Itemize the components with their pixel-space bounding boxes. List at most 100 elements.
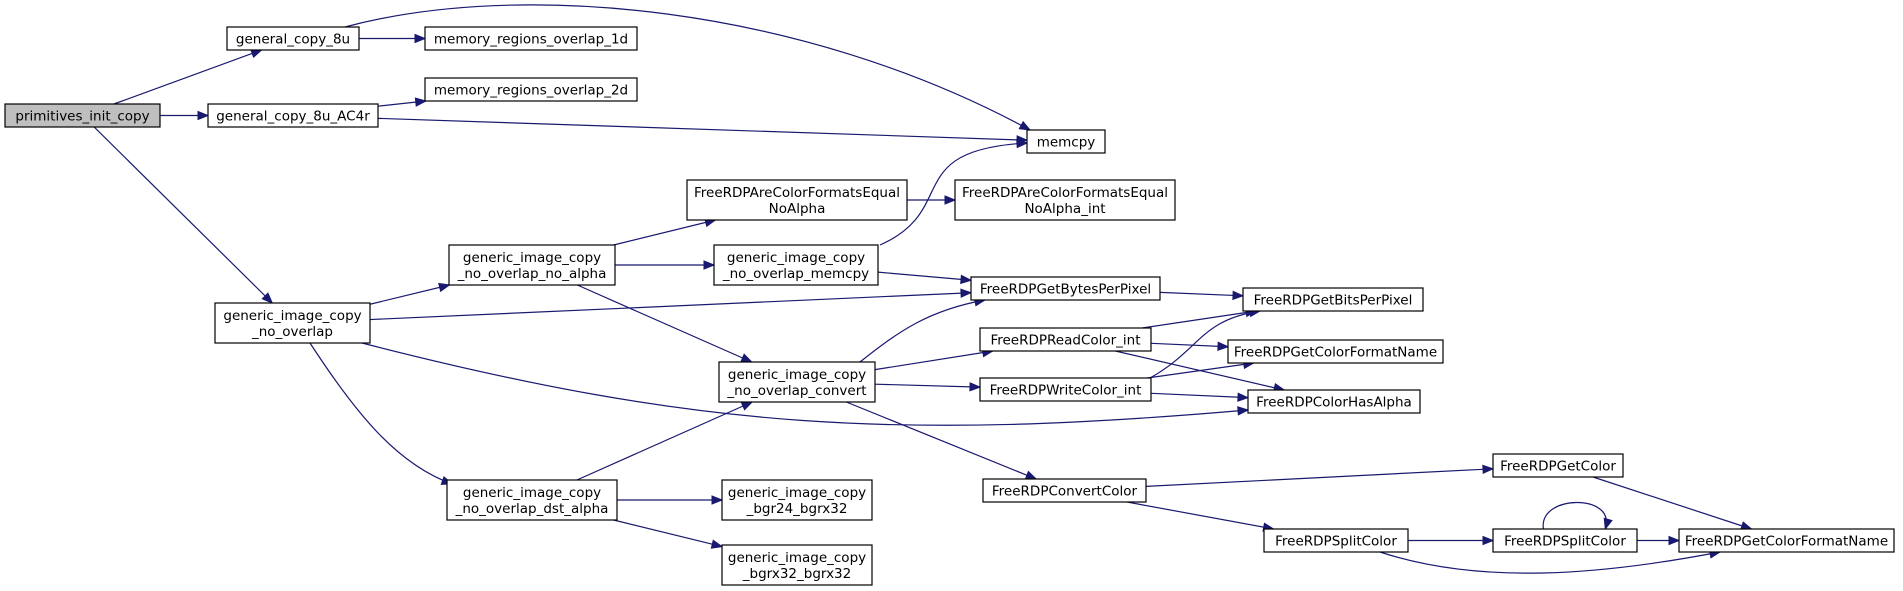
node-box <box>721 544 873 586</box>
node-box <box>448 244 616 286</box>
edge-line <box>1150 342 1229 348</box>
arrowhead <box>1217 341 1230 351</box>
edge-FreeRDPSplitColor_1-to-FreeRDPGetColorFormatName_2 <box>1379 549 1722 574</box>
edge-line <box>613 219 716 246</box>
node-FreeRDPGetColor[interactable]: FreeRDPGetColor <box>1492 453 1624 478</box>
edge-line <box>874 383 981 388</box>
edge-line <box>93 126 273 304</box>
arrowhead <box>740 401 754 411</box>
arrowhead <box>1232 290 1245 301</box>
node-label: _no_overlap_dst_alpha <box>455 501 609 517</box>
node-primitives-init-copy[interactable]: primitives_init_copy <box>4 103 161 128</box>
node-FreeRDPGetColorFormatName-1[interactable]: FreeRDPGetColorFormatName <box>1227 339 1444 364</box>
arrowhead <box>414 97 428 107</box>
edge-primitives_init_copy-to-general_copy_8u_AC4r <box>160 110 210 121</box>
node-label: generic_image_copy <box>728 367 866 383</box>
edge-FreeRDPWriteColor_int-to-FreeRDPColorHasAlpha <box>1150 392 1250 402</box>
arrowhead <box>1016 138 1029 149</box>
node-general-copy-8u[interactable]: general_copy_8u <box>226 26 360 51</box>
edge-generic_image_copy_no_overlap_no_alpha-to-generic_image_copy_no_overlap_memcpy <box>615 260 716 270</box>
node-label: primitives_init_copy <box>15 109 149 125</box>
edge-FreeRDPAreColorFormatsEqualNoAlpha-to-FreeRDPAreColorFormatsEqualNoAlpha_int <box>907 195 957 205</box>
arrowhead <box>969 382 982 392</box>
node-FreeRDPGetBitsPerPixel[interactable]: FreeRDPGetBitsPerPixel <box>1242 287 1424 312</box>
edge-generic_image_copy_no_overlap_convert-to-FreeRDPGetBytesPerPixel <box>859 297 987 363</box>
edge-generic_image_copy_no_overlap_dst_alpha-to-generic_image_copy_no_overlap_convert <box>576 401 754 481</box>
arrowhead <box>710 539 724 549</box>
node-label: FreeRDPReadColor_int <box>990 333 1140 349</box>
node-label: general_copy_8u <box>236 32 350 48</box>
node-box <box>4 103 161 128</box>
node-generic-image-copy-no-overlap-memcpy[interactable]: generic_image_copy_no_overlap_memcpy <box>713 244 879 286</box>
node-FreeRDPWriteColor-int[interactable]: FreeRDPWriteColor_int <box>979 377 1152 402</box>
node-label: FreeRDPConvertColor <box>992 484 1138 500</box>
arrowhead <box>1603 517 1613 531</box>
arrowhead <box>711 495 724 505</box>
arrowhead <box>944 195 957 205</box>
node-FreeRDPSplitColor-1[interactable]: FreeRDPSplitColor <box>1263 528 1409 553</box>
edge-generic_image_copy_no_overlap_dst_alpha-to-generic_image_copy_bgrx32_bgrx32 <box>613 519 724 549</box>
node-memcpy[interactable]: memcpy <box>1026 129 1106 154</box>
node-memory-regions-overlap-1d[interactable]: memory_regions_overlap_1d <box>424 26 638 51</box>
node-label: generic_image_copy <box>728 485 866 501</box>
edge-line <box>874 350 993 371</box>
edge-line <box>1159 291 1244 297</box>
node-generic-image-copy-no-overlap-dst-alpha[interactable]: generic_image_copy_no_overlap_dst_alpha <box>446 479 618 521</box>
edge-FreeRDPConvertColor-to-FreeRDPSplitColor_1 <box>1126 501 1275 532</box>
edge-line <box>1379 551 1721 574</box>
edge-generic_image_copy_no_overlap_convert-to-FreeRDPConvertColor <box>846 401 1038 480</box>
node-label: generic_image_copy <box>728 550 866 566</box>
node-FreeRDPSplitColor-2[interactable]: FreeRDPSplitColor <box>1492 528 1638 553</box>
edge-line <box>1150 392 1249 399</box>
edge-line <box>113 49 262 105</box>
node-generic-image-copy-no-overlap-no-alpha[interactable]: generic_image_copy_no_overlap_no_alpha <box>448 244 616 286</box>
edge-line <box>309 342 453 485</box>
edge-general_copy_8u_AC4r-to-memcpy <box>377 117 1029 145</box>
node-label: general_copy_8u_AC4r <box>216 109 370 125</box>
arrowhead <box>1668 535 1681 546</box>
edge-line <box>1542 501 1607 530</box>
arrowhead <box>1024 470 1038 480</box>
node-box <box>424 77 638 102</box>
node-memory-regions-overlap-2d[interactable]: memory_regions_overlap_2d <box>424 77 638 102</box>
edge-FreeRDPGetBytesPerPixel-to-FreeRDPGetBitsPerPixel <box>1159 290 1245 301</box>
node-FreeRDPColorHasAlpha[interactable]: FreeRDPColorHasAlpha <box>1247 389 1421 414</box>
node-generic-image-copy-bgrx32-bgrx32[interactable]: generic_image_copy_bgrx32_bgrx32 <box>721 544 873 586</box>
edge-general_copy_8u-to-memory_regions_overlap_1d <box>359 33 427 44</box>
edge-generic_image_copy_no_overlap-to-FreeRDPGetBytesPerPixel <box>369 288 973 321</box>
node-box <box>954 179 1176 221</box>
node-FreeRDPConvertColor[interactable]: FreeRDPConvertColor <box>982 478 1147 503</box>
node-label: FreeRDPWriteColor_int <box>990 383 1142 399</box>
node-generic-image-copy-bgr24-bgrx32[interactable]: generic_image_copy_bgr24_bgrx32 <box>721 479 873 521</box>
node-label: FreeRDPAreColorFormatsEqual <box>962 185 1168 201</box>
arrowhead <box>1482 464 1495 475</box>
node-FreeRDPGetColorFormatName-2[interactable]: FreeRDPGetColorFormatName <box>1678 528 1895 553</box>
node-label: _no_overlap_no_alpha <box>457 266 607 282</box>
node-box <box>207 103 379 128</box>
node-general-copy-8u-AC4r[interactable]: general_copy_8u_AC4r <box>207 103 379 128</box>
node-label: generic_image_copy <box>223 308 361 324</box>
edge-line <box>1147 362 1254 379</box>
node-box <box>1242 287 1424 312</box>
edge-line <box>369 292 972 321</box>
node-box <box>970 276 1161 301</box>
node-box <box>713 244 879 286</box>
edge-general_copy_8u-to-memcpy <box>344 4 1032 131</box>
node-box <box>979 377 1152 402</box>
edge-generic_image_copy_no_overlap_no_alpha-to-FreeRDPAreColorFormatsEqualNoAlpha <box>613 217 717 246</box>
node-FreeRDPGetBytesPerPixel[interactable]: FreeRDPGetBytesPerPixel <box>970 276 1161 301</box>
edge-line <box>344 4 1031 131</box>
node-generic-image-copy-no-overlap-convert[interactable]: generic_image_copy_no_overlap_convert <box>718 361 876 403</box>
node-label: FreeRDPGetColorFormatName <box>1685 534 1888 550</box>
edge-FreeRDPSplitColor_2-to-FreeRDPGetColorFormatName_2 <box>1637 535 1681 546</box>
edge-FreeRDPConvertColor-to-FreeRDPGetColor <box>1145 464 1495 487</box>
arrowhead <box>197 110 210 121</box>
edge-primitives_init_copy-to-generic_image_copy_no_overlap <box>93 126 274 304</box>
node-FreeRDPReadColor-int[interactable]: FreeRDPReadColor_int <box>979 327 1152 352</box>
node-generic-image-copy-no-overlap[interactable]: generic_image_copy_no_overlap <box>214 302 371 344</box>
node-label: memory_regions_overlap_2d <box>434 83 628 99</box>
edge-line <box>846 401 1037 480</box>
